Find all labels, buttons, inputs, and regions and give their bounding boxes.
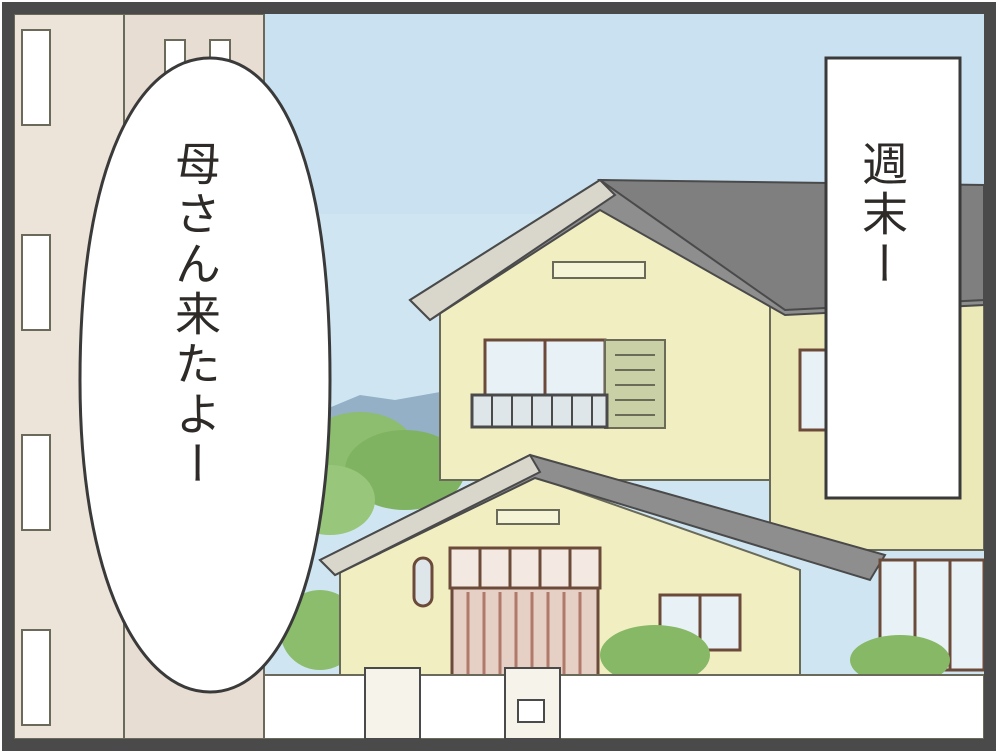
speech-bubble-text: 母さん来たよー (168, 140, 222, 490)
house-icon (318, 178, 986, 710)
caption-box-icon (824, 56, 962, 500)
caption-text: 週末ー (855, 140, 909, 290)
speech-bubble-icon (78, 56, 332, 694)
